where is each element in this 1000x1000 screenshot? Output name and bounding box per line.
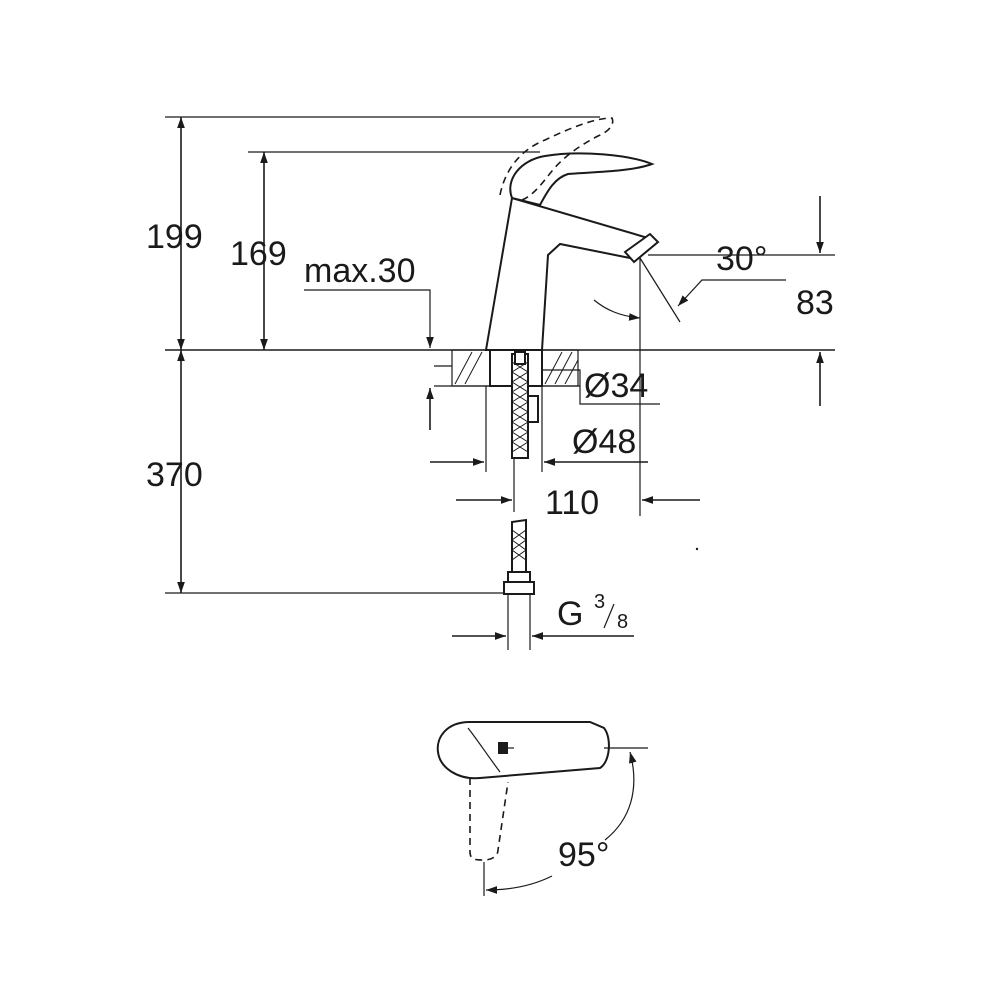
lever-closed — [509, 152, 655, 207]
faucet-top-view: 95° — [436, 721, 648, 896]
dim-text-d48: Ø48 — [572, 423, 636, 461]
dim-text-83: 83 — [796, 284, 834, 322]
lever-indicator — [498, 742, 508, 754]
dim-text-169: 169 — [230, 235, 287, 273]
dim-text-d34: Ø34 — [584, 367, 648, 405]
lever-open-dashed — [499, 117, 614, 201]
fraction-slash — [603, 603, 615, 629]
lever-top-view — [436, 721, 610, 780]
spout-nozzle — [623, 232, 660, 264]
stray-dot — [695, 547, 699, 551]
faucet-side-view: 199 169 max.30 30° 83 Ø34 Ø48 110 370 — [146, 116, 835, 650]
faucet-body — [484, 196, 650, 351]
dim-text-95-deg: 95° — [558, 836, 609, 874]
flow-line — [639, 257, 681, 323]
leader-max30 — [304, 289, 434, 348]
hoses — [503, 351, 539, 595]
deck-section — [434, 349, 580, 387]
angle-arc-30 — [593, 299, 641, 321]
dim-text-max30: max.30 — [304, 252, 416, 290]
dim-text-370: 370 — [146, 456, 203, 494]
lever-top-body-edge — [467, 727, 501, 773]
lever-rotated-dashed — [469, 778, 509, 861]
leader-30 — [677, 279, 786, 307]
angle-arc-95-upper — [604, 751, 637, 841]
dim-text-199: 199 — [146, 218, 203, 256]
dim-text-30-deg: 30° — [716, 240, 767, 278]
angle-arc-95-lower — [485, 875, 553, 894]
dim-text-110: 110 — [545, 484, 599, 522]
dim-text-g-numerator: 3 — [594, 591, 605, 613]
dim-text-g: G — [557, 595, 583, 633]
leader-d34 — [542, 369, 660, 405]
dim-text-g-denominator: 8 — [617, 611, 628, 633]
